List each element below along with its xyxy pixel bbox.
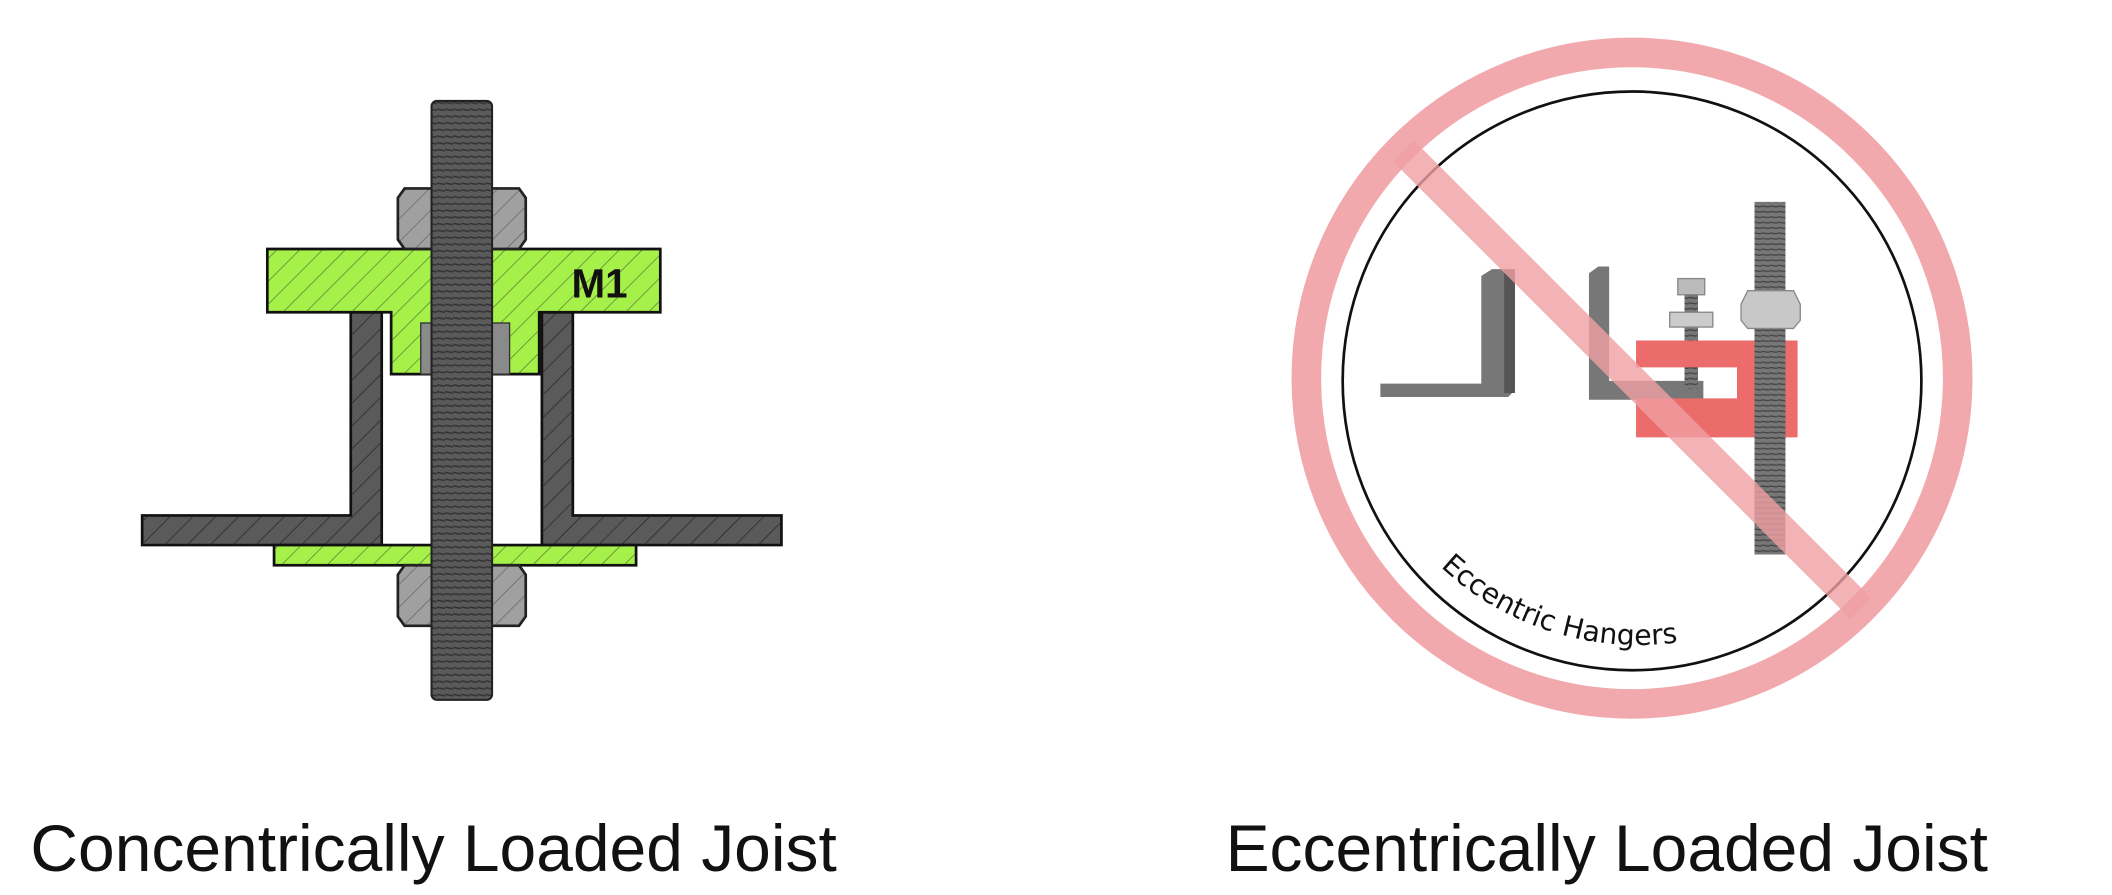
inner-circle: [1341, 90, 1923, 672]
small-bolt: [1669, 277, 1714, 389]
eccentric-caption: Eccentrically Loaded Joist: [1226, 811, 1988, 885]
eccentric-hangers-arc-text: Eccentric Hangers: [1436, 547, 1679, 652]
prohibition-slash: [1392, 140, 1872, 619]
concentric-joist-diagram: M1: [140, 99, 783, 701]
right-angle: [540, 310, 783, 547]
left-angle: [140, 310, 384, 547]
threaded-rod: [430, 99, 494, 701]
hanger-nut: [1740, 290, 1801, 330]
prohibition-circle-icon: [1291, 37, 1973, 719]
concentric-caption: Concentrically Loaded Joist: [30, 811, 836, 885]
eccentric-hanger-diagram: Eccentric Hangers: [1291, 37, 1973, 719]
m1-label: M1: [571, 260, 627, 306]
angle-1: [1380, 269, 1515, 398]
